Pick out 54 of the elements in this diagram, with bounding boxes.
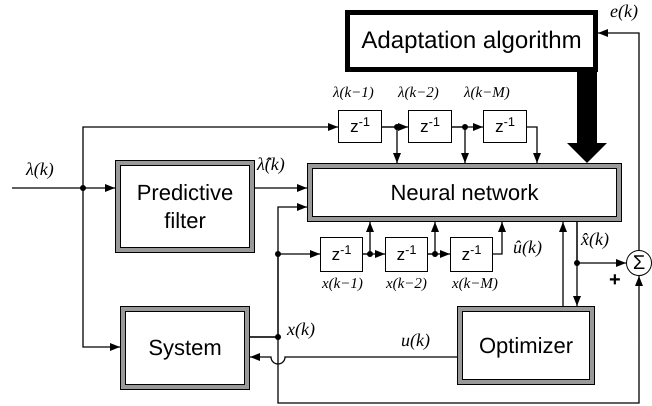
signal-label: λ̂(k): [257, 155, 285, 173]
arrow: [428, 222, 439, 255]
arrow: [598, 29, 640, 250]
signal-label: λ(k−2): [398, 86, 439, 101]
signal-label: x̂(k): [581, 230, 609, 248]
delay-box: [385, 237, 428, 272]
signal-label: λ(k): [26, 160, 54, 178]
delay-box: [408, 110, 452, 143]
process-box: [345, 10, 598, 72]
delay-box: [320, 237, 363, 272]
box-label: z$^{-1}$: [396, 244, 418, 266]
arrow: [82, 123, 338, 188]
arrow: [12, 184, 115, 192]
delay-box: [338, 110, 382, 143]
arrow: [363, 222, 374, 255]
arrow: [250, 353, 457, 365]
arrow: [82, 188, 120, 351]
arrow: [255, 184, 307, 192]
signal-label: e(k): [610, 2, 638, 20]
box-label: z$^{-1}$: [330, 244, 352, 266]
arrow: [493, 222, 506, 255]
signal-label: x(k−M): [452, 277, 498, 292]
box-label: Predictive filter: [136, 179, 234, 234]
arrow: [452, 126, 469, 163]
process-box: [307, 163, 622, 222]
delay-box: [450, 237, 493, 272]
signal-label: x(k): [287, 320, 315, 338]
box-label: z$^{-1}$: [494, 116, 516, 138]
box-label: Σ: [632, 250, 646, 276]
summing-junction: [626, 250, 652, 276]
box-label: System: [147, 334, 223, 362]
process-box: [457, 306, 595, 385]
signal-label: x(k−1): [322, 277, 363, 292]
delay-box: [483, 110, 527, 143]
signal-label: λ(k−M): [464, 86, 510, 101]
process-box: [115, 160, 255, 253]
signal-label: +: [609, 270, 621, 290]
signal-label: x(k−2): [386, 277, 427, 292]
signal-label: u(k): [401, 331, 430, 349]
box-label: Optimizer: [478, 332, 574, 360]
arrow: [559, 222, 567, 306]
arrow: [250, 276, 643, 404]
box-label: Neural network: [390, 178, 540, 206]
thick-arrow: [567, 72, 607, 163]
arrow: [527, 126, 541, 163]
arrow: [576, 222, 626, 267]
signal-label: û(k): [513, 238, 542, 256]
process-box: [120, 306, 250, 390]
box-label: Adaptation algorithm: [360, 26, 583, 56]
box-label: z$^{-1}$: [419, 116, 441, 138]
signal-label: λ(k−1): [333, 86, 374, 101]
arrow: [382, 126, 401, 163]
box-label: z$^{-1}$: [460, 244, 482, 266]
box-label: z$^{-1}$: [349, 116, 371, 138]
